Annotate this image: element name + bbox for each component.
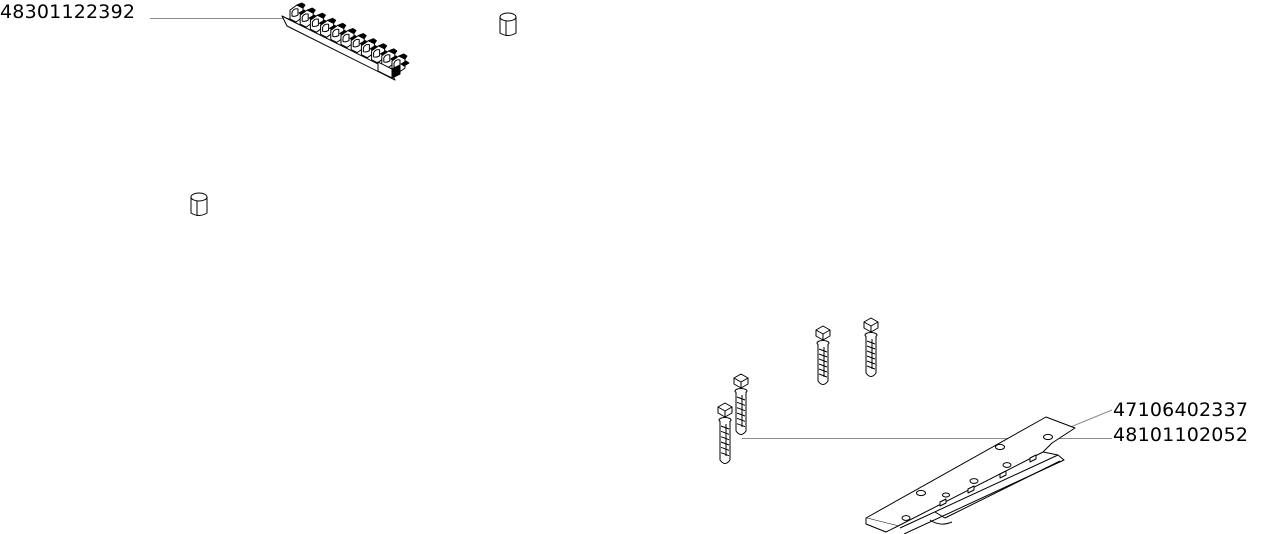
mounting-rail-drawing bbox=[865, 416, 1076, 534]
part-number-label-screws: 48101102052 bbox=[1113, 424, 1249, 446]
screw-with-wall-plug bbox=[815, 325, 831, 385]
screw-with-wall-plug bbox=[717, 402, 733, 464]
cylinder-cap-lower bbox=[190, 192, 208, 216]
leader-line-47106402337 bbox=[1067, 409, 1113, 429]
part-number-label-rail: 47106402337 bbox=[1113, 399, 1249, 421]
screw-with-wall-plug bbox=[733, 373, 749, 435]
cable-clip-strip-drawing bbox=[281, 2, 410, 81]
screw-with-wall-plug bbox=[863, 317, 879, 377]
leader-lines bbox=[150, 18, 1113, 439]
cylinder-cap-upper bbox=[499, 12, 517, 36]
screws-with-anchors-drawing bbox=[717, 317, 879, 464]
part-number-label-top-left: 48301122392 bbox=[0, 1, 136, 23]
